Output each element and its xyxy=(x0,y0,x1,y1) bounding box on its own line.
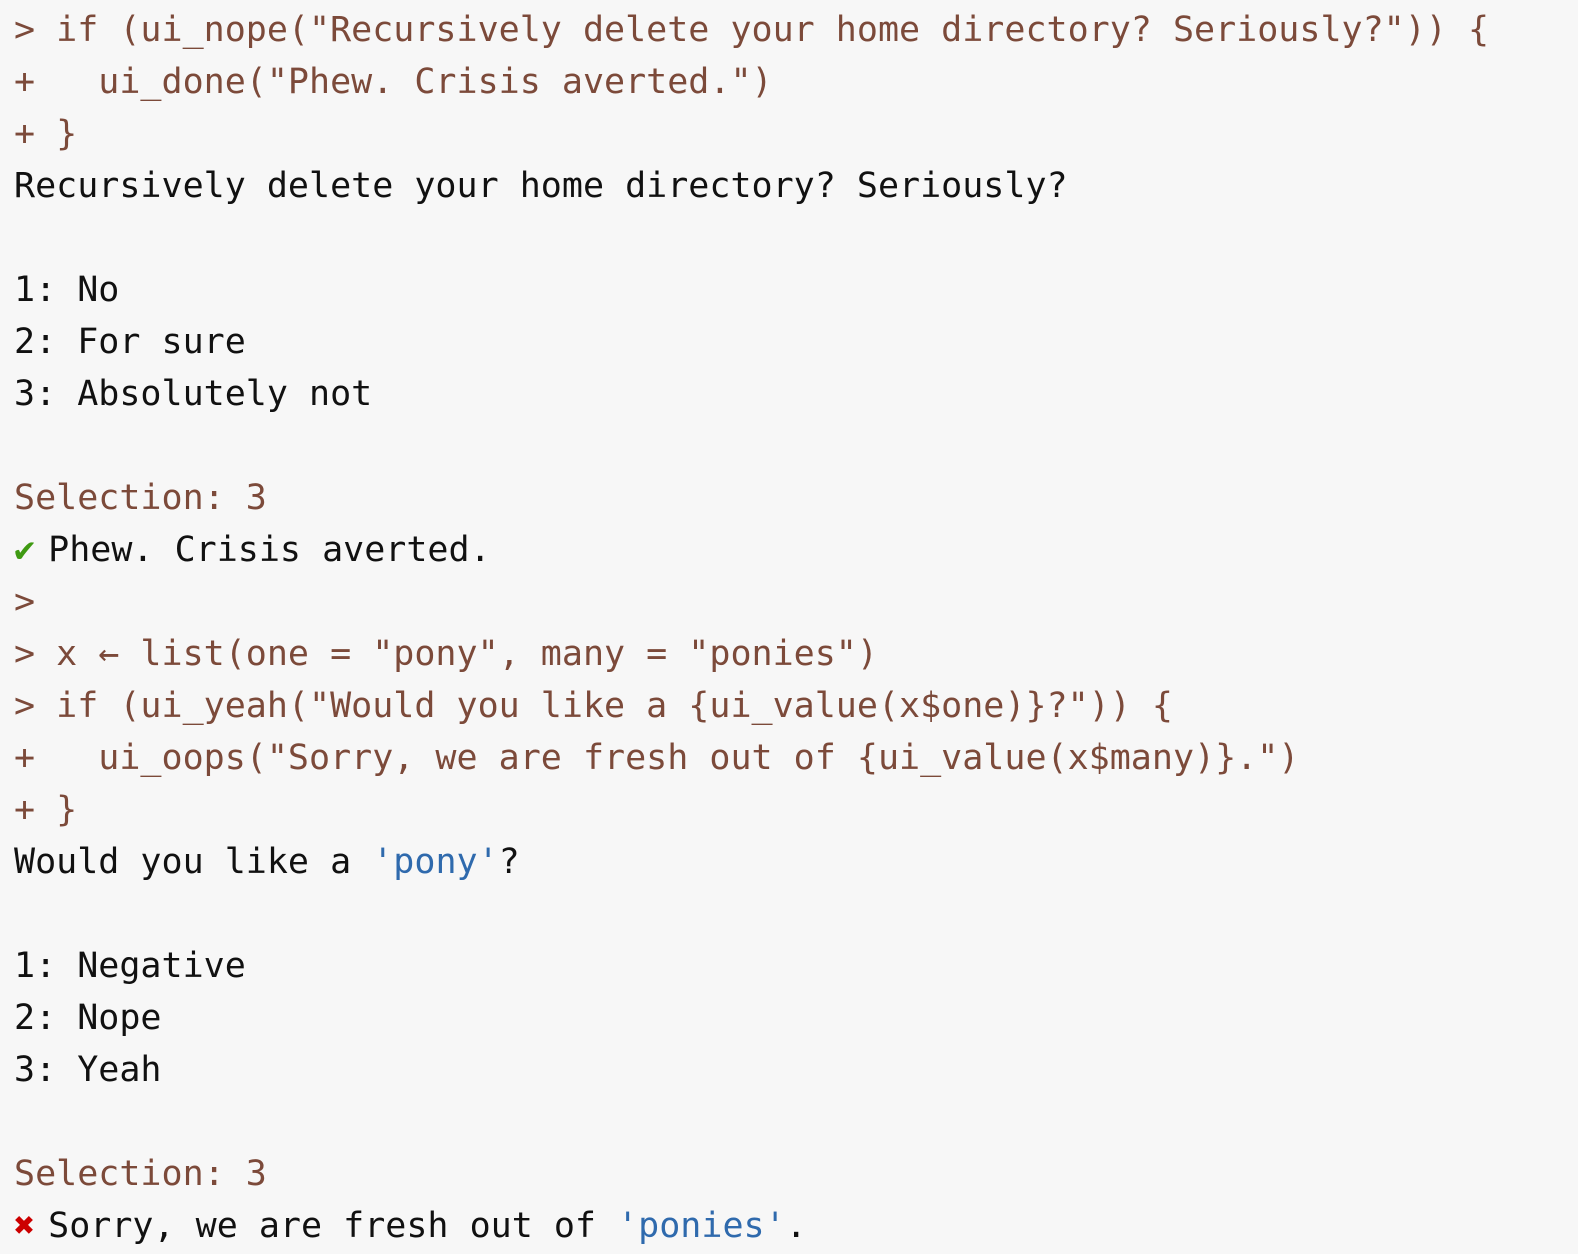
console-line-continuation: + } xyxy=(14,114,78,154)
console-line-continuation: + ui_done("Phew. Crisis averted.") xyxy=(14,62,773,102)
cross-icon: ✖ xyxy=(14,1206,36,1246)
console-error-value: 'ponies' xyxy=(617,1206,786,1246)
console-line-choice-3: 3: Yeah xyxy=(14,1050,162,1090)
console-line-input: > if (ui_yeah("Would you like a {ui_valu… xyxy=(14,686,1173,726)
console-line-choice-1: 1: Negative xyxy=(14,946,246,986)
console-line-assignment: > x ← list(one = "pony", many = "ponies"… xyxy=(14,634,878,674)
console-line-success: ✔ Phew. Crisis averted. xyxy=(0,524,1578,576)
console-line-blank xyxy=(0,1096,1578,1148)
console-question-value: 'pony' xyxy=(372,842,499,882)
console-line-error: ✖ Sorry, we are fresh out of 'ponies'. xyxy=(0,1200,1578,1252)
console-success-text: Phew. Crisis averted. xyxy=(48,530,491,570)
console-line-choice-3: 3: Absolutely not xyxy=(14,374,373,414)
console-error-prefix: Sorry, we are fresh out of xyxy=(48,1206,618,1246)
console-line-selection: Selection: 3 xyxy=(14,478,267,518)
console-line-blank xyxy=(0,420,1578,472)
console-error-suffix: . xyxy=(785,1206,807,1246)
console-question-prefix: Would you like a xyxy=(14,842,373,882)
console-line-choice-1: 1: No xyxy=(14,270,120,310)
console-line-choice-2: 2: For sure xyxy=(14,322,246,362)
console-question-suffix: ? xyxy=(498,842,520,882)
console-line-continuation: + ui_oops("Sorry, we are fresh out of {u… xyxy=(14,738,1300,778)
console-line-prompt: > xyxy=(14,582,36,622)
console-line-continuation: + } xyxy=(14,790,78,830)
check-icon: ✔ xyxy=(14,530,36,570)
console-line-input: > if (ui_nope("Recursively delete your h… xyxy=(14,10,1490,50)
console-line-output: Recursively delete your home directory? … xyxy=(14,166,1068,206)
console-line-selection: Selection: 3 xyxy=(14,1154,267,1194)
console-line-question: Would you like a 'pony'? xyxy=(0,836,1578,888)
console-line-blank xyxy=(0,888,1578,940)
console-line-blank xyxy=(0,212,1578,264)
console-line-choice-2: 2: Nope xyxy=(14,998,162,1038)
